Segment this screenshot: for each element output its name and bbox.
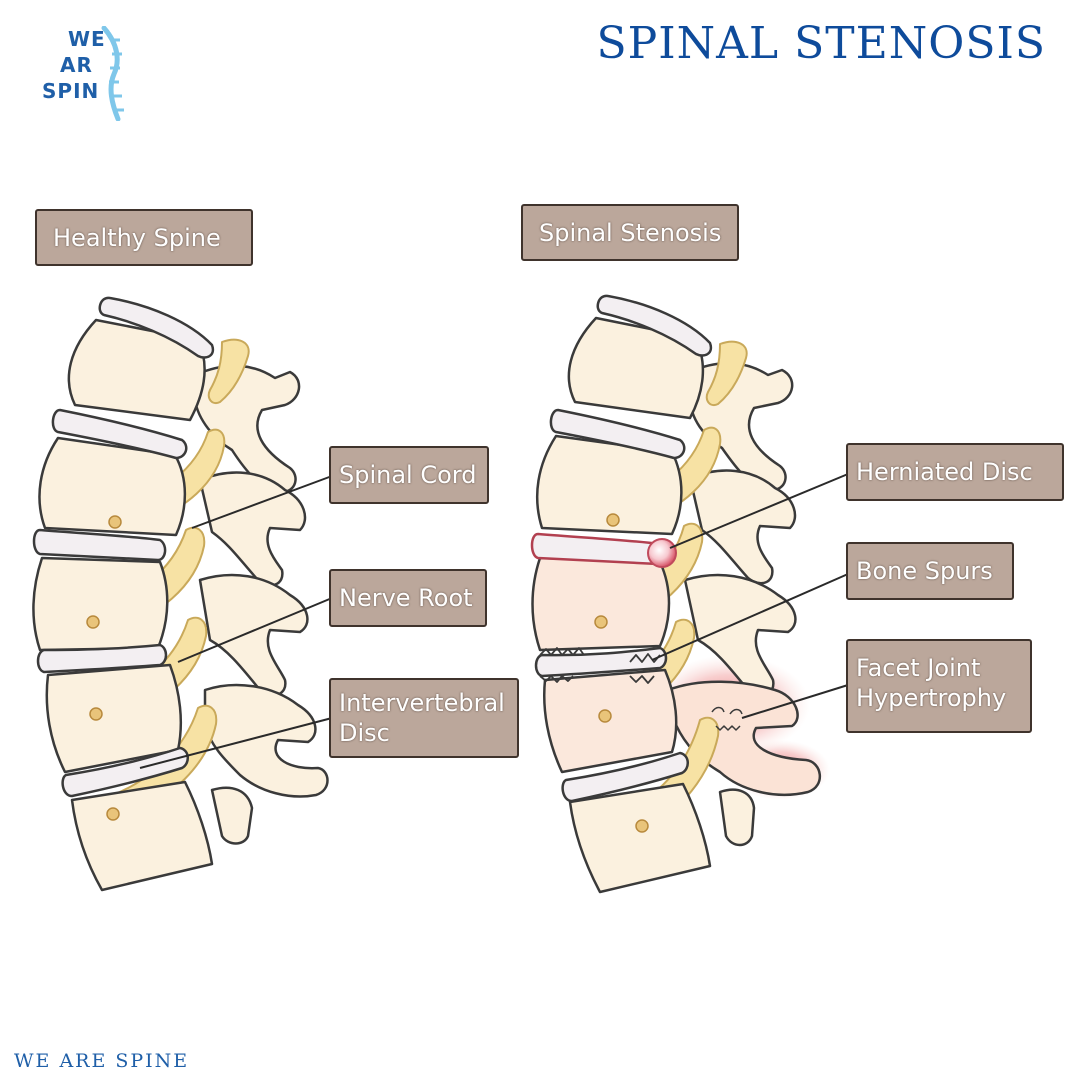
healthy-nerve-dots — [86, 515, 122, 821]
callout-facet-joint-hypertrophy: Facet Joint Hypertrophy — [846, 639, 1032, 733]
healthy-vertebral-bodies — [32, 318, 214, 892]
callout-facet-joint-line1: Facet Joint — [856, 654, 981, 682]
healthy-spine-label: Healthy Spine — [35, 209, 253, 266]
leader-nerve-root — [177, 597, 333, 663]
leader-lines — [139, 473, 849, 769]
page-title: SPINAL STENOSIS — [596, 18, 1046, 69]
callout-herniated-disc-text: Herniated Disc — [856, 458, 1033, 486]
callout-intervertebral-disc-line1: Intervertebral — [339, 689, 505, 717]
healthy-spine-illustration — [32, 296, 329, 892]
leader-spinal-cord — [191, 475, 333, 529]
callout-nerve-root-text: Nerve Root — [339, 584, 473, 612]
callout-spinal-cord-text: Spinal Cord — [339, 461, 477, 489]
leader-intervertebral-disc — [139, 717, 333, 769]
callout-herniated-disc: Herniated Disc — [846, 443, 1064, 501]
stenosis-intervertebral-discs — [530, 294, 713, 803]
logo-line-1: WE — [68, 27, 106, 51]
bone-spurs — [539, 647, 661, 684]
callout-facet-joint-line2: Hypertrophy — [856, 684, 1007, 712]
healthy-posterior-elements — [193, 364, 329, 845]
logo-spine-icon — [101, 26, 124, 121]
leader-facet-joint — [741, 684, 849, 719]
callout-intervertebral-disc-line2: Disc — [339, 719, 390, 747]
callout-bone-spurs-text: Bone Spurs — [856, 557, 993, 585]
callout-bone-spurs: Bone Spurs — [846, 542, 1014, 600]
stenosis-spine-illustration — [530, 294, 830, 894]
logo-line-2: AR — [60, 53, 93, 77]
spinal-stenosis-label: Spinal Stenosis — [521, 204, 739, 261]
brand-logo: WE AR SPIN — [38, 26, 128, 121]
leader-bone-spurs — [651, 573, 849, 661]
healthy-spine-label-text: Healthy Spine — [53, 224, 221, 252]
footer-brand: WE ARE SPINE — [14, 1050, 190, 1072]
logo-line-3: SPIN — [42, 79, 100, 103]
facet-hypertrophy-marks — [711, 706, 743, 731]
stenosis-vertebral-bodies — [531, 316, 712, 894]
callout-intervertebral-disc: Intervertebral Disc — [329, 678, 519, 758]
healthy-intervertebral-discs — [32, 296, 215, 798]
callout-nerve-root: Nerve Root — [329, 569, 487, 627]
herniated-disc-bulge — [647, 538, 677, 568]
stenosis-nerve-dots — [594, 513, 649, 833]
logo-wordmark: WE AR SPIN — [38, 26, 106, 104]
leader-herniated-disc — [669, 473, 849, 549]
spinal-stenosis-label-text: Spinal Stenosis — [539, 219, 722, 247]
callout-spinal-cord: Spinal Cord — [329, 446, 489, 504]
